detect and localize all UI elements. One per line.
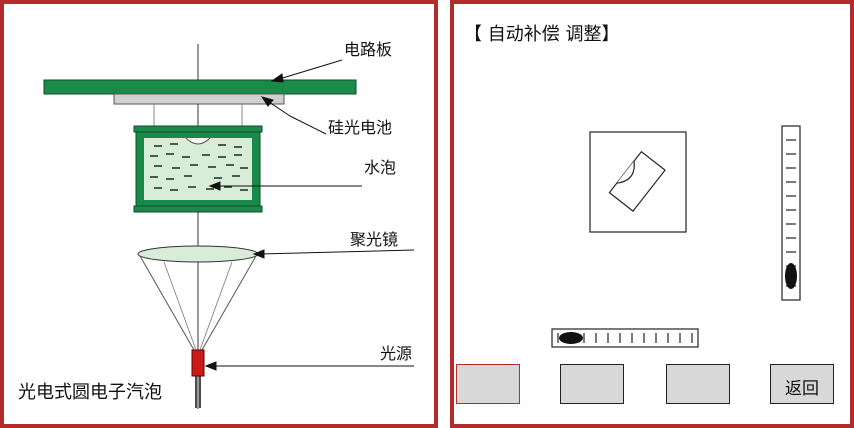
vertical-level-scale: [781, 125, 801, 301]
vial-icon: [608, 150, 666, 212]
light-source: [191, 349, 205, 377]
page-title: 【 自动补偿 调整】: [464, 24, 620, 45]
adjust-panel: 【 自动补偿 调整】 返: [450, 0, 854, 428]
bubble-housing-top: [133, 125, 263, 133]
vertical-bubble-indicator: [785, 263, 797, 289]
soft-button-2[interactable]: [560, 364, 624, 404]
air-bubble: [185, 137, 211, 145]
label-circuit-board: 电路板: [344, 40, 393, 59]
soft-button-3[interactable]: [666, 364, 730, 404]
diagram-caption: 光电式圆电子汽泡: [18, 382, 162, 403]
label-lens: 聚光镜: [350, 230, 399, 249]
bubble-housing-bottom: [133, 205, 263, 213]
label-light-source: 光源: [380, 344, 413, 363]
back-button-label: 返回: [785, 379, 819, 399]
label-bubble: 水泡: [364, 158, 397, 177]
silicon-cell: [113, 93, 285, 105]
liquid-dashes: [150, 143, 248, 191]
circuit-board: [43, 79, 357, 95]
soft-button-1[interactable]: [456, 364, 520, 404]
optical-diagram: [43, 44, 415, 409]
adjust-graphics: [551, 125, 801, 348]
horizontal-level-scale: [551, 328, 699, 348]
back-button[interactable]: 返回: [770, 364, 834, 404]
condenser-lens: [137, 245, 259, 263]
label-silicon-cell: 硅光电池: [328, 118, 393, 137]
horizontal-bubble-indicator: [559, 332, 583, 344]
diagram-panel: 电路板 硅光电池 水泡 聚光镜 光源 光电式圆电子汽泡: [0, 0, 438, 428]
